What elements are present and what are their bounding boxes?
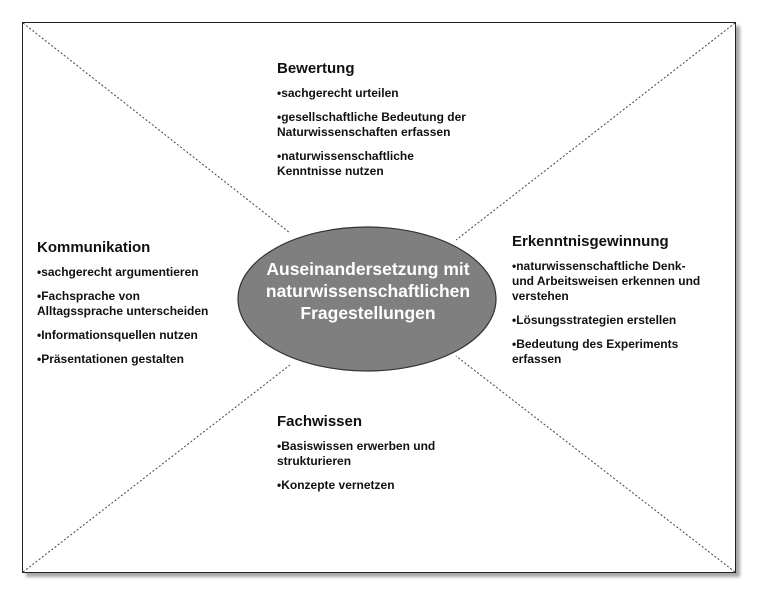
section-title: Bewertung [277,60,355,77]
section-kommunikation: Kommunikation •sachgerecht argumentieren… [37,239,237,376]
center-line-2: naturwissenschaftlichen [265,281,471,301]
diagonal-bottom-right [455,355,736,573]
diagonal-top-right [455,22,736,241]
section-bewertung: Bewertung •sachgerecht urteilen •gesells… [277,60,537,188]
section-title: Erkenntnisgewinnung [512,233,669,250]
section-title: Fachwissen [277,413,363,430]
list-item: •Konzepte vernetzen [277,478,395,492]
diagonal-top-left [22,22,291,234]
diagonal-bottom-left [22,364,291,573]
list-item: •naturwissenschaftliche Denk-und Arbeits… [512,259,701,303]
center-line-3: Fragestellungen [300,303,436,323]
list-item: •Lösungsstrategien erstellen [512,313,677,327]
list-item: •Informationsquellen nutzen [37,328,198,342]
list-item: •Präsentationen gestalten [37,352,184,366]
center-label: Auseinandersetzung mit naturwissenschaft… [238,258,498,324]
center-line-1: Auseinandersetzung mit [266,259,470,279]
list-item: •sachgerecht urteilen [277,86,399,100]
list-item: •sachgerecht argumentieren [37,265,199,279]
section-title: Kommunikation [37,239,151,256]
center-ellipse [237,226,497,372]
section-erkenntnisgewinnung: Erkenntnisgewinnung •naturwissenschaftli… [512,233,727,376]
